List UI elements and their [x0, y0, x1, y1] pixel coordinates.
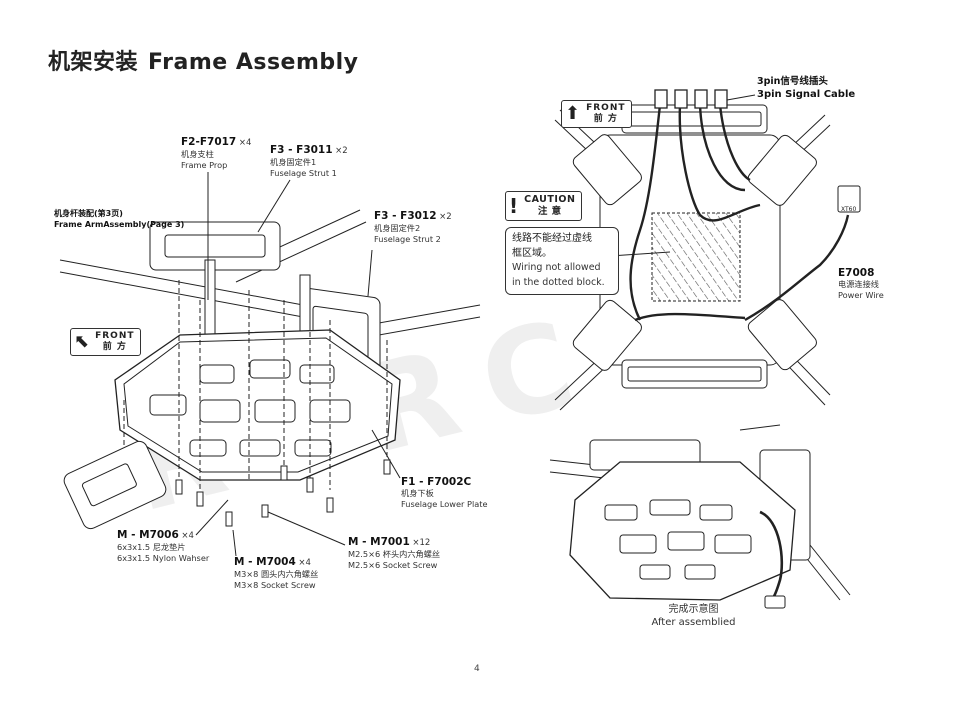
wiring-note: 线路不能经过虚线 框区域。 Wiring not allowed in the …: [505, 227, 619, 295]
label-after-assembled: 完成示意图 After assemblied: [646, 603, 741, 629]
page-title: 机架安装 Frame Assembly: [48, 44, 359, 76]
m7004-qty: ×4: [298, 558, 311, 568]
after-zh: 完成示意图: [668, 604, 719, 615]
m7004-code: M - M7004: [234, 556, 296, 568]
f3011-qty: ×2: [335, 146, 348, 156]
m7006-code: M - M7006: [117, 529, 179, 541]
note-en-2: in the dotted block.: [512, 276, 605, 288]
f3011-en: Fuselage Strut 1: [270, 168, 337, 178]
arm-zh: 机身杆装配(第3页): [54, 209, 123, 218]
m7006-en: 6x3x1.5 Nylon Wahser: [117, 553, 210, 563]
front-indicator-right: ⬆ FRONT 前 方: [561, 100, 632, 128]
m7001-code: M - M7001: [348, 536, 410, 548]
f2-qty: ×4: [238, 138, 252, 148]
m7001-qty: ×12: [412, 538, 431, 548]
exploded-view: [59, 172, 481, 557]
caution-zh: 注 意: [537, 206, 562, 217]
m7004-en: M3×8 Socket Screw: [234, 580, 316, 590]
f2-zh: 机身支柱: [181, 149, 214, 159]
f2-code: F2-F7017: [181, 136, 237, 148]
m7004-zh: M3×8 圆头内六角螺丝: [234, 569, 319, 579]
m7001-zh: M2.5×6 杯头内六角螺丝: [348, 549, 441, 559]
wiring-view: XT60: [554, 89, 861, 411]
front-indicator-left: ⬉ FRONT 前 方: [70, 328, 141, 356]
front-left-zh: 前 方: [102, 342, 127, 352]
f3011-code: F3 - F3011: [270, 144, 333, 156]
f3012-zh: 机身固定件2: [374, 223, 421, 233]
label-f3-strut2: F3 - F3012 ×2 机身固定件2 Fuselage Strut 2: [374, 211, 452, 245]
f3011-zh: 机身固定件1: [270, 157, 317, 167]
front-right-zh: 前 方: [593, 114, 618, 124]
label-f3-strut1: F3 - F3011 ×2 机身固定件1 Fuselage Strut 1: [270, 145, 348, 179]
power-code: E7008: [838, 267, 875, 279]
note-zh-1: 线路不能经过虚线: [512, 233, 592, 244]
label-arm-assembly: 机身杆装配(第3页) Frame ArmAssembly(Page 3): [54, 208, 184, 230]
note-zh-2: 框区域。: [512, 247, 552, 259]
signal-zh: 3pin信号线插头: [757, 76, 828, 87]
arrow-up-icon: ⬆: [565, 103, 581, 124]
label-signal-cable: 3pin信号线插头 3pin Signal Cable: [757, 75, 855, 101]
after-en: After assemblied: [651, 617, 736, 628]
f3012-qty: ×2: [439, 212, 452, 222]
signal-en: 3pin Signal Cable: [757, 89, 856, 100]
label-f1-plate: F1 - F7002C 机身下板 Fuselage Lower Plate: [401, 477, 488, 510]
assembled-view: [549, 424, 851, 609]
m7001-en: M2.5×6 Socket Screw: [348, 560, 438, 570]
front-left-en: FRONT: [95, 331, 135, 341]
label-f2-prop: F2-F7017 ×4 机身支柱 Frame Prop: [181, 137, 251, 171]
m7006-zh: 6x3x1.5 尼龙垫片: [117, 542, 186, 552]
caution-en: CAUTION: [524, 194, 576, 205]
xt60-label: XT60: [841, 206, 856, 213]
label-m7006: M - M7006 ×4 6x3x1.5 尼龙垫片 6x3x1.5 Nylon …: [117, 530, 209, 564]
f2-en: Frame Prop: [181, 160, 228, 170]
caution-box: ! CAUTION 注 意: [505, 191, 583, 221]
power-zh: 电源连接线: [838, 279, 879, 289]
f3012-code: F3 - F3012: [374, 210, 437, 222]
f1-en: Fuselage Lower Plate: [401, 499, 488, 509]
exclamation-icon: !: [509, 194, 519, 218]
f1-zh: 机身下板: [401, 488, 434, 498]
f1-code: F1 - F7002C: [401, 476, 472, 488]
label-m7001: M - M7001 ×12 M2.5×6 杯头内六角螺丝 M2.5×6 Sock…: [348, 537, 440, 571]
label-power-wire: E7008 电源连接线 Power Wire: [838, 268, 884, 301]
m7006-qty: ×4: [181, 531, 194, 541]
arrow-up-left-icon: ⬉: [74, 331, 90, 352]
title-en: Frame Assembly: [148, 50, 359, 75]
front-right-en: FRONT: [586, 103, 626, 113]
title-zh: 机架安装: [48, 50, 139, 75]
f3012-en: Fuselage Strut 2: [374, 234, 441, 244]
page-number: 4: [474, 664, 480, 674]
note-en-1: Wiring not allowed: [512, 262, 601, 273]
label-m7004: M - M7004 ×4 M3×8 圆头内六角螺丝 M3×8 Socket Sc…: [234, 557, 318, 591]
power-en: Power Wire: [838, 290, 884, 300]
arm-en: Frame ArmAssembly(Page 3): [54, 220, 185, 229]
